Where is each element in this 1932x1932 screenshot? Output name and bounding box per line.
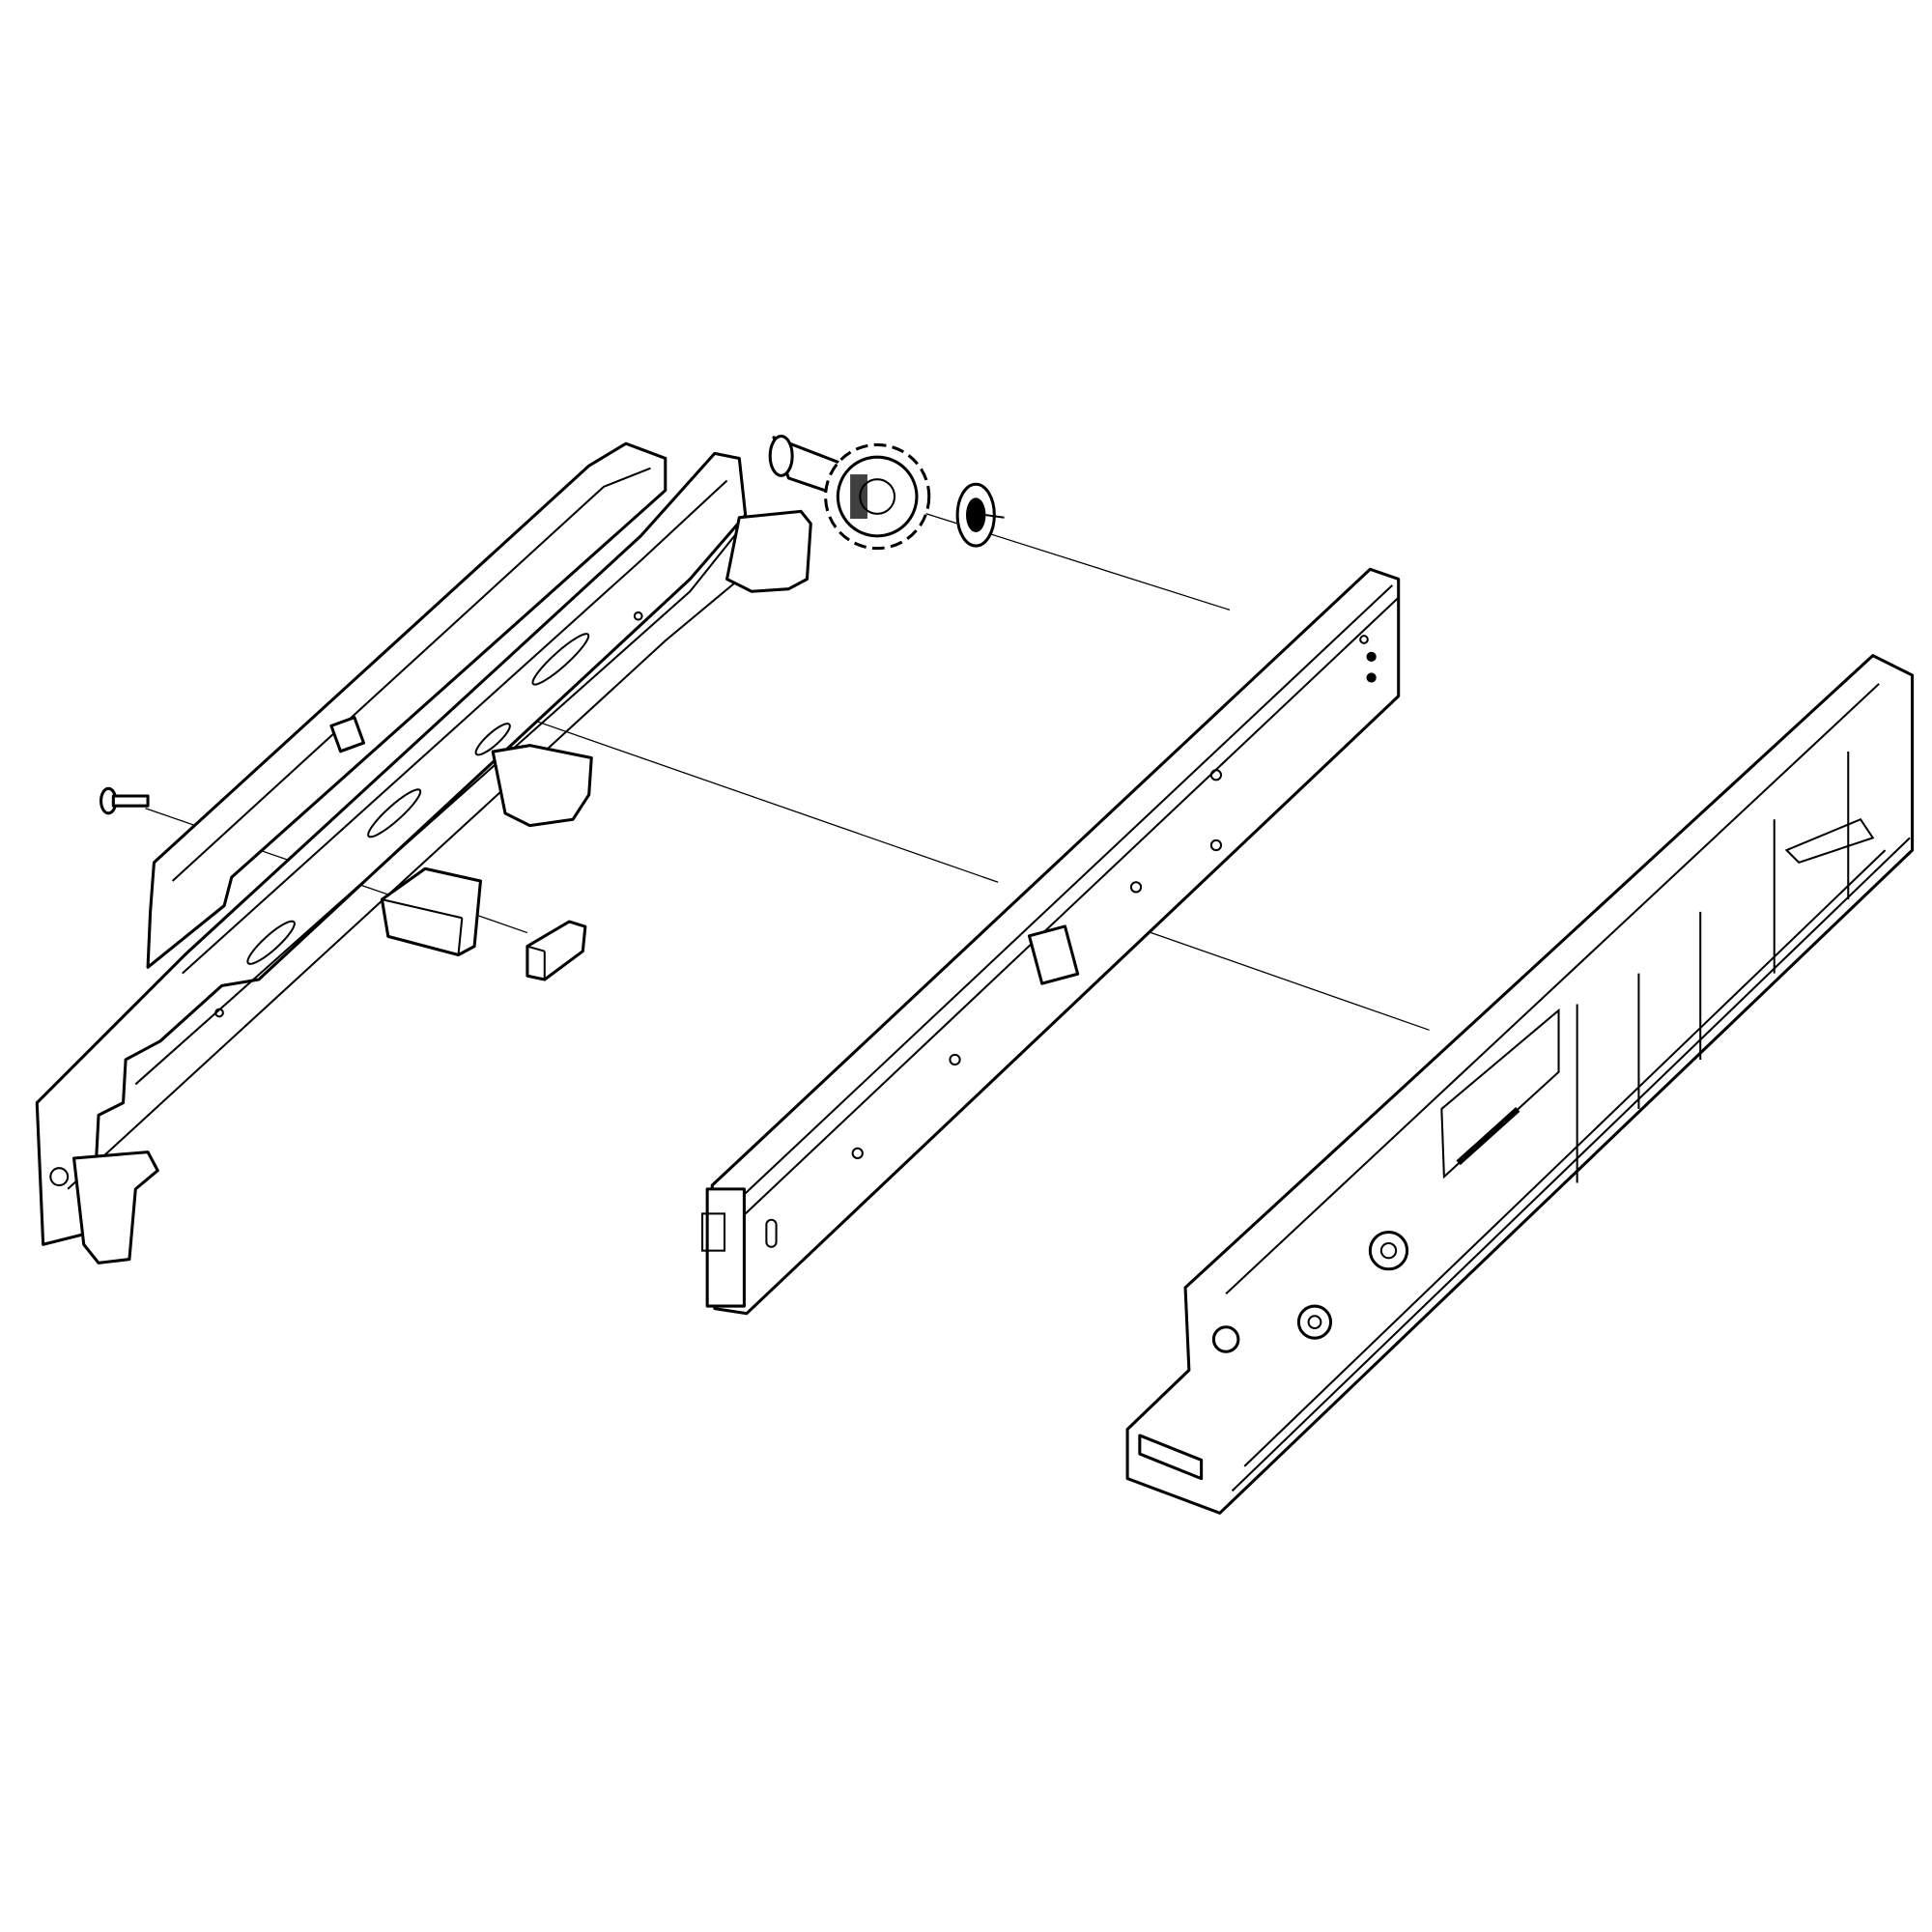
left-slide-assembly bbox=[35, 441, 812, 1264]
cap-part bbox=[955, 482, 1005, 548]
end-cap-part bbox=[526, 920, 587, 981]
middle-rail bbox=[701, 567, 1401, 1316]
right-rail bbox=[1125, 654, 1915, 1515]
small-parts bbox=[99, 435, 1005, 981]
screw-icon bbox=[99, 786, 150, 815]
gear-icon bbox=[824, 442, 931, 551]
bracket-part bbox=[380, 867, 482, 957]
